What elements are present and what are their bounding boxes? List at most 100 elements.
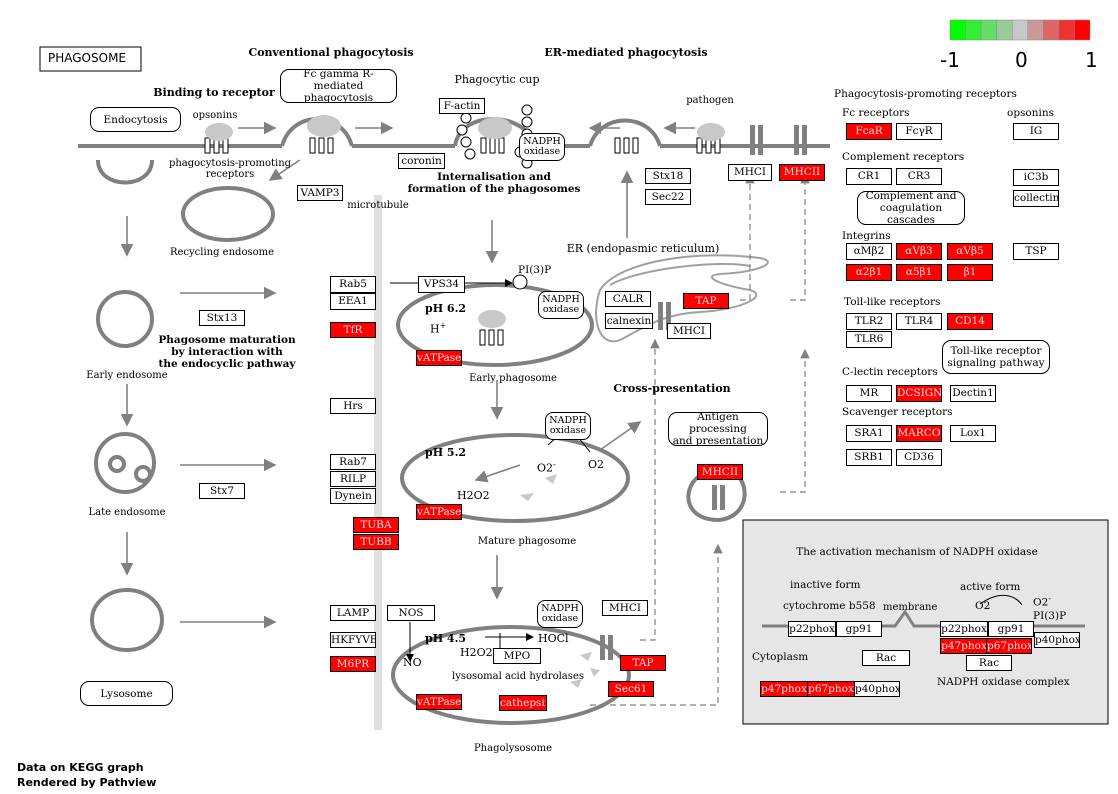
early-phagosome-label: Early phagosome: [469, 373, 557, 384]
gene-box-sec61[interactable]: Sec61: [608, 681, 654, 697]
gene-box-m6pr[interactable]: M6PR: [330, 656, 376, 672]
gene-box-rab7[interactable]: Rab7: [330, 454, 376, 470]
gene-box-vamp3[interactable]: VAMP3: [297, 185, 343, 201]
gene-box-rac[interactable]: Rac: [966, 655, 1012, 671]
gene-box-vatpase[interactable]: vATPase: [416, 504, 462, 520]
gene-box-hrs[interactable]: Hrs: [330, 398, 376, 414]
fc-receptors-label: Fc receptors: [842, 107, 910, 119]
gene-box-lamp[interactable]: LAMP: [330, 605, 376, 621]
gene-box-tlr2[interactable]: TLR2: [846, 313, 892, 330]
nox-title: The activation mechanism of NADPH oxidas…: [796, 546, 1038, 558]
gene-box-tap[interactable]: TAP: [620, 655, 666, 671]
ppr-title: Phagocytosis-promoting receptors: [834, 88, 1017, 100]
gene-box-lox1[interactable]: Lox1: [950, 425, 996, 442]
cross-presentation-label: Cross-presentation: [613, 382, 731, 395]
gene-box-vatpase[interactable]: vATPase: [416, 694, 462, 710]
gene-box-mhci[interactable]: MHCI: [602, 600, 648, 616]
gene-box-p22phox[interactable]: p22phox: [940, 621, 988, 637]
pathway-title: PHAGOSOME: [48, 51, 126, 65]
gene-box-mhcii[interactable]: MHCII: [779, 164, 825, 181]
gene-box-vps34[interactable]: VPS34: [418, 276, 465, 293]
gene-box-hkfyve[interactable]: HKFYVE: [330, 632, 376, 648]
gene-box-tlr4[interactable]: TLR4: [896, 313, 942, 330]
gene-box-rab5[interactable]: Rab5: [330, 276, 376, 293]
gene-box-calr[interactable]: CALR: [605, 291, 651, 307]
gene-box-gp91[interactable]: gp91: [836, 621, 882, 637]
gene-box-cr1[interactable]: CR1: [846, 168, 892, 185]
lysosome-pathway-link[interactable]: Lysosome: [80, 681, 173, 706]
gene-box-stx7[interactable]: Stx7: [199, 483, 245, 499]
gene-box-stx13[interactable]: Stx13: [199, 310, 245, 326]
gene-box-tlr6[interactable]: TLR6: [846, 331, 892, 348]
ph52-label: pH 5.2: [425, 446, 467, 459]
early-phagosome-shape: [396, 283, 594, 367]
gene-box-p67phox[interactable]: p67phox: [807, 681, 855, 697]
gene-box-ic3b[interactable]: iC3b: [1013, 169, 1059, 186]
gene-box-tsp[interactable]: TSP: [1013, 243, 1059, 260]
gene-box-sec22[interactable]: Sec22: [645, 189, 691, 205]
gene-box-stx18[interactable]: Stx18: [645, 168, 691, 184]
o2-label: O2: [588, 458, 605, 471]
early-endosome-shape: [96, 290, 154, 348]
gene-box-mhcii[interactable]: MHCII: [697, 464, 743, 480]
clectin-label: C-lectin receptors: [842, 366, 938, 378]
gene-box-collectins[interactable]: collectins: [1013, 190, 1059, 207]
gene-box-mr[interactable]: MR: [846, 385, 892, 402]
gene-box-dcsign[interactable]: DCSIGN: [896, 385, 942, 402]
gene-box-f-actin[interactable]: F-actin: [439, 98, 485, 114]
gene-box-tubb[interactable]: TUBB: [353, 534, 399, 550]
gene-box-mhci[interactable]: MHCI: [728, 164, 772, 181]
gene-box-sra1[interactable]: SRA1: [846, 425, 892, 442]
gene-box-coronin[interactable]: coronin: [398, 153, 445, 169]
er-label: ER (endopasmic reticulum): [566, 242, 720, 255]
gene-box--5-1[interactable]: α5β1: [896, 264, 942, 281]
gene-box-dectin1[interactable]: Dectin1: [950, 385, 996, 402]
gene-box-tfr[interactable]: TfR: [330, 322, 376, 338]
gene-box-eea1[interactable]: EEA1: [330, 293, 376, 310]
gene-box-cd36[interactable]: CD36: [896, 449, 942, 466]
gene-box-cr3[interactable]: CR3: [896, 168, 942, 185]
gene-box-fc-r[interactable]: FcγR: [896, 123, 942, 140]
gene-box-ig[interactable]: IG: [1013, 123, 1059, 140]
gene-box-p22phox[interactable]: p22phox: [788, 621, 836, 637]
gene-box-p67phox[interactable]: p67phox: [986, 638, 1032, 654]
gene-box-tap[interactable]: TAP: [683, 293, 729, 309]
gene-box-p40phox[interactable]: p40phox: [1034, 632, 1080, 648]
gene-box-cathepsin[interactable]: cathepsin: [499, 695, 547, 711]
gene-box-srb1[interactable]: SRB1: [846, 449, 892, 466]
gene-box--v-5[interactable]: αVβ5: [947, 243, 993, 260]
gene-box-mpo[interactable]: MPO: [493, 648, 541, 664]
gene-box-rilp[interactable]: RILP: [330, 471, 376, 487]
gene-box--2-1[interactable]: α2β1: [846, 264, 892, 281]
gene-box-tuba[interactable]: TUBA: [353, 517, 399, 533]
phagocytic-cup-label: Phagocytic cup: [454, 73, 540, 86]
gene-box--v-3[interactable]: αVβ3: [896, 243, 942, 260]
gene-box-p47phox[interactable]: p47phox: [940, 638, 988, 654]
gene-box-cd14[interactable]: CD14: [947, 313, 993, 330]
gene-box-mhci[interactable]: MHCI: [667, 323, 711, 339]
gene-box--1[interactable]: β1: [947, 264, 993, 281]
gene-box-rac[interactable]: Rac: [862, 650, 910, 666]
gene-box-marco[interactable]: MARCO: [896, 425, 942, 442]
active-label: active form: [960, 581, 1021, 593]
gene-box-nos[interactable]: NOS: [387, 605, 435, 621]
gene-box--m-2[interactable]: αMβ2: [846, 243, 892, 260]
gene-box-gp91[interactable]: gp91: [988, 621, 1034, 637]
legend-max: 1: [1085, 48, 1098, 72]
hydrolases-label: lysosomal acid hydrolases: [452, 671, 584, 682]
gene-box-p47phox[interactable]: p47phox: [760, 681, 808, 697]
gene-box-vatpase[interactable]: vATPase: [416, 350, 462, 366]
gene-box-fcar[interactable]: FcaR: [846, 123, 892, 140]
gene-box-dynein[interactable]: Dynein: [330, 488, 376, 504]
gene-box-calnexin[interactable]: calnexin: [605, 313, 653, 329]
endocytosis-pathway-link[interactable]: Endocytosis: [90, 107, 181, 132]
gene-box-p40phox[interactable]: p40phox: [854, 681, 900, 697]
